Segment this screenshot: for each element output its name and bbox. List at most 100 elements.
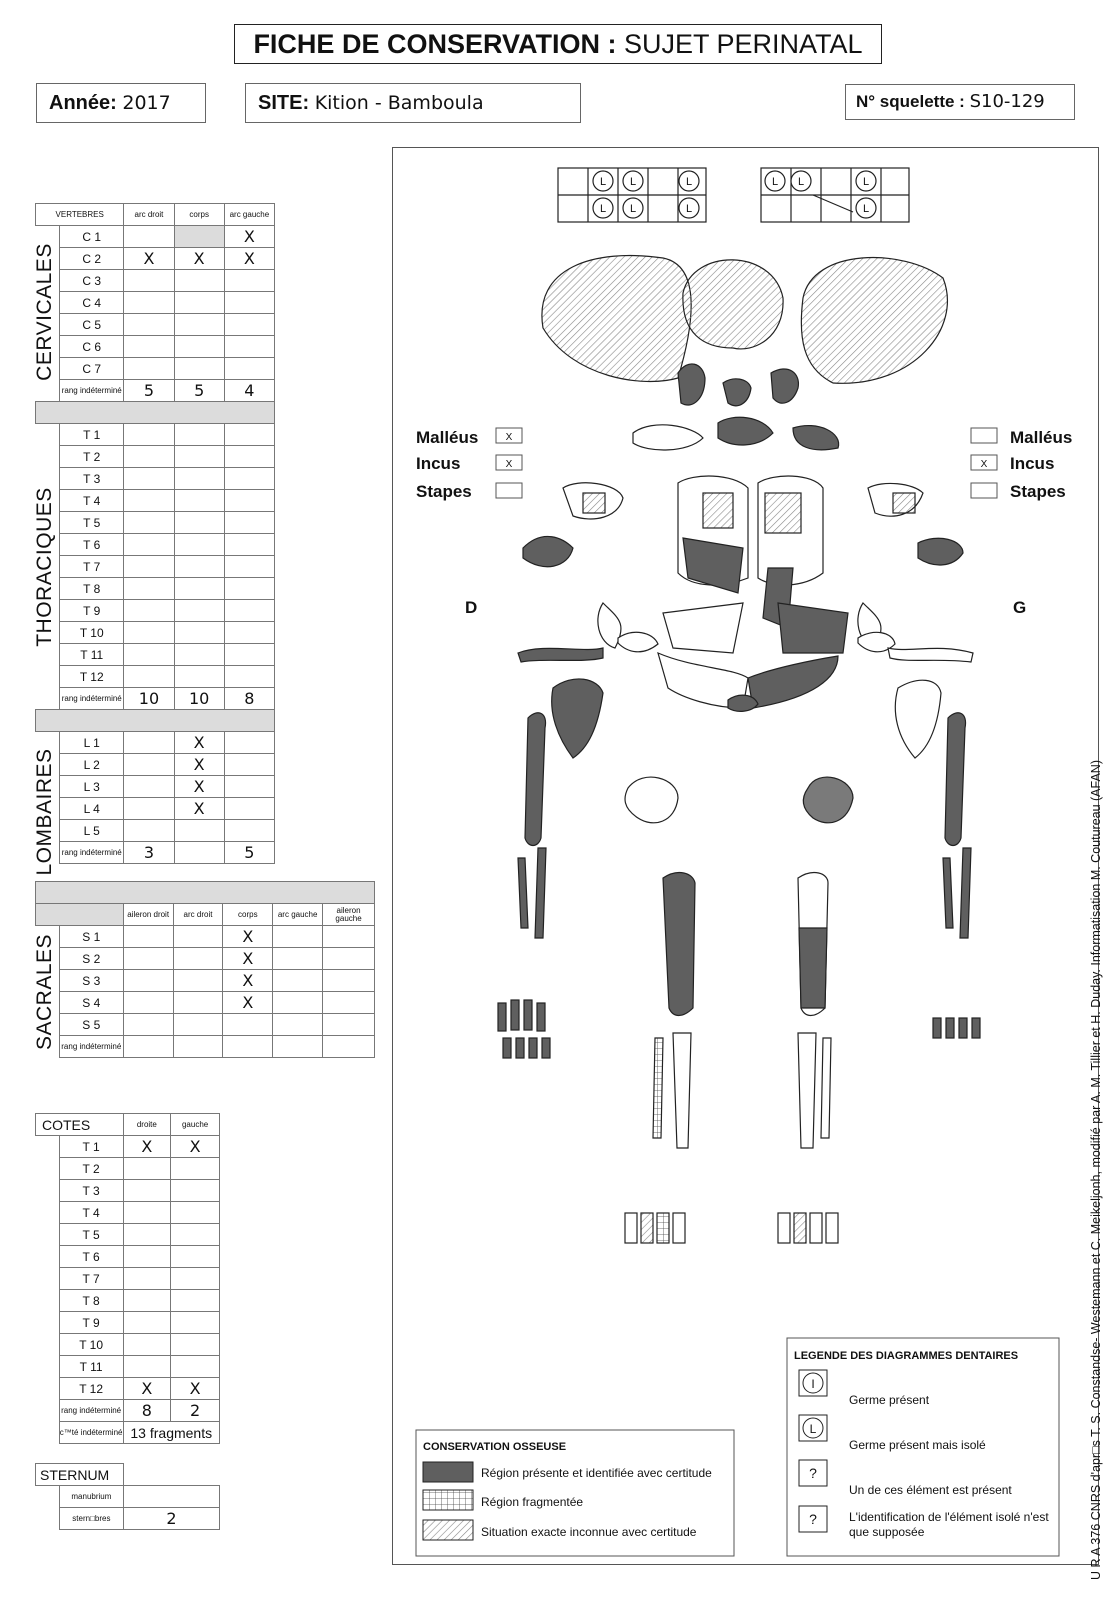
aileron-gauche-cell	[323, 992, 375, 1014]
arc-gauche-cell: X	[224, 248, 274, 270]
arc-droit-cell	[173, 1014, 223, 1036]
vertebra-name: C 5	[60, 314, 124, 336]
clavicle-right	[518, 648, 603, 662]
corps-cell	[174, 468, 224, 490]
arc-droit-cell	[124, 490, 174, 512]
arc-gauche-cell: 4	[224, 380, 274, 402]
arc-gauche-cell	[224, 358, 274, 380]
arc-droit-cell	[124, 732, 174, 754]
corps-cell	[174, 556, 224, 578]
vertebra-row: T 8	[36, 578, 275, 600]
vertebra-name: C 1	[60, 226, 124, 248]
arc-droit-cell: 3	[124, 842, 174, 864]
sacral-row: S 3X	[36, 970, 375, 992]
vertebra-name: L 5	[60, 820, 124, 842]
rib-gauche-cell	[171, 1246, 220, 1268]
rib-droite-cell	[123, 1158, 171, 1180]
arc-gauche-cell	[273, 970, 323, 992]
corps-cell: X	[223, 948, 273, 970]
sternum-value: 2	[123, 1508, 219, 1530]
arc-droit-cell	[173, 970, 223, 992]
arc-gauche-cell	[224, 600, 274, 622]
sacral-header: arc droit	[173, 904, 223, 926]
vertebra-row: T 7	[36, 556, 275, 578]
arc-gauche-cell	[224, 336, 274, 358]
legend-conservation-title: CONSERVATION OSSEUSE	[423, 1441, 566, 1453]
arc-droit-cell	[124, 446, 174, 468]
arc-gauche-cell	[224, 424, 274, 446]
sternum-part-name: stern□bres	[59, 1508, 123, 1530]
corps-cell: X	[223, 992, 273, 1014]
rib-gauche-cell	[171, 1202, 220, 1224]
squelette-box: N° squelette : S10-129	[845, 84, 1075, 120]
skeleton-diagram: Malléus Incus Stapes Malléus Incus Stape…	[393, 148, 1098, 1564]
rib-name: T 7	[59, 1268, 123, 1290]
rib-gauche-cell	[171, 1158, 220, 1180]
separator	[36, 882, 375, 904]
title-main: FICHE DE CONSERVATION :	[253, 29, 616, 59]
tooth-letter: L	[630, 176, 636, 188]
ossicle-label-left: Stapes	[416, 482, 472, 501]
rib-row: T 11	[36, 1356, 220, 1378]
arc-droit-cell	[173, 926, 223, 948]
vertebra-name: L 1	[60, 732, 124, 754]
rib-name: T 12	[59, 1378, 123, 1400]
corps-cell	[174, 622, 224, 644]
vertebra-name: T 4	[60, 490, 124, 512]
aileron-gauche-cell	[323, 948, 375, 970]
rib-row: T 5	[36, 1224, 220, 1246]
corps-cell: X	[223, 970, 273, 992]
scapula-right	[552, 679, 603, 758]
arc-gauche-cell	[224, 776, 274, 798]
arc-droit-cell	[124, 270, 174, 292]
vertebra-name: C 3	[60, 270, 124, 292]
arc-droit-cell	[124, 798, 174, 820]
rib-row-cote-indet: c™té indéterminé13 fragments	[36, 1422, 220, 1444]
arc-gauche-cell	[273, 948, 323, 970]
arc-droit-cell	[124, 512, 174, 534]
arc-droit-cell	[124, 292, 174, 314]
femur-right	[663, 873, 695, 1016]
aileron-droit-cell	[123, 948, 173, 970]
squelette-value: S10-129	[970, 91, 1045, 112]
rib-gauche-cell: X	[171, 1136, 220, 1158]
vertebra-row: C 6	[36, 336, 275, 358]
legend-conservation-item: Situation exacte inconnue avec certitude	[481, 1525, 697, 1539]
corps-cell	[174, 534, 224, 556]
sacral-header: aileron droit	[123, 904, 173, 926]
rib-droite-cell: X	[123, 1378, 171, 1400]
annee-label: Année:	[49, 92, 117, 114]
ribs-title: COTES	[36, 1114, 124, 1136]
corps-cell	[174, 820, 224, 842]
sternum-title: STERNUM	[36, 1464, 124, 1486]
sternum-table: STERNUM manubriumstern□bres2	[35, 1463, 220, 1530]
arc-gauche-cell	[224, 798, 274, 820]
rib-row: T 4	[36, 1202, 220, 1224]
sacral-row-indet: rang indéterminé	[36, 1036, 375, 1058]
section-spacer	[36, 1486, 60, 1508]
arc-gauche-cell	[224, 270, 274, 292]
sacral-cell	[223, 1036, 273, 1058]
tooth-letter: L	[863, 176, 869, 188]
arc-droit-cell	[124, 644, 174, 666]
vertebra-row: C 7	[36, 358, 275, 380]
vertebra-name: T 11	[60, 644, 124, 666]
tooth-letter: L	[772, 176, 778, 188]
arc-gauche-cell	[224, 556, 274, 578]
ossicle-label-left: Incus	[416, 454, 460, 473]
sternum-row: manubrium	[36, 1486, 220, 1508]
vertebra-name: T 8	[60, 578, 124, 600]
corps-cell: 10	[174, 688, 224, 710]
corps-cell	[174, 666, 224, 688]
corps-cell	[174, 600, 224, 622]
rib-gauche-cell	[171, 1290, 220, 1312]
vertebra-row: L 5	[36, 820, 275, 842]
sacral-header: corps	[223, 904, 273, 926]
side-label-g: G	[1013, 598, 1026, 617]
vertebra-name: T 2	[60, 446, 124, 468]
ossicle-mark: X	[506, 432, 513, 443]
